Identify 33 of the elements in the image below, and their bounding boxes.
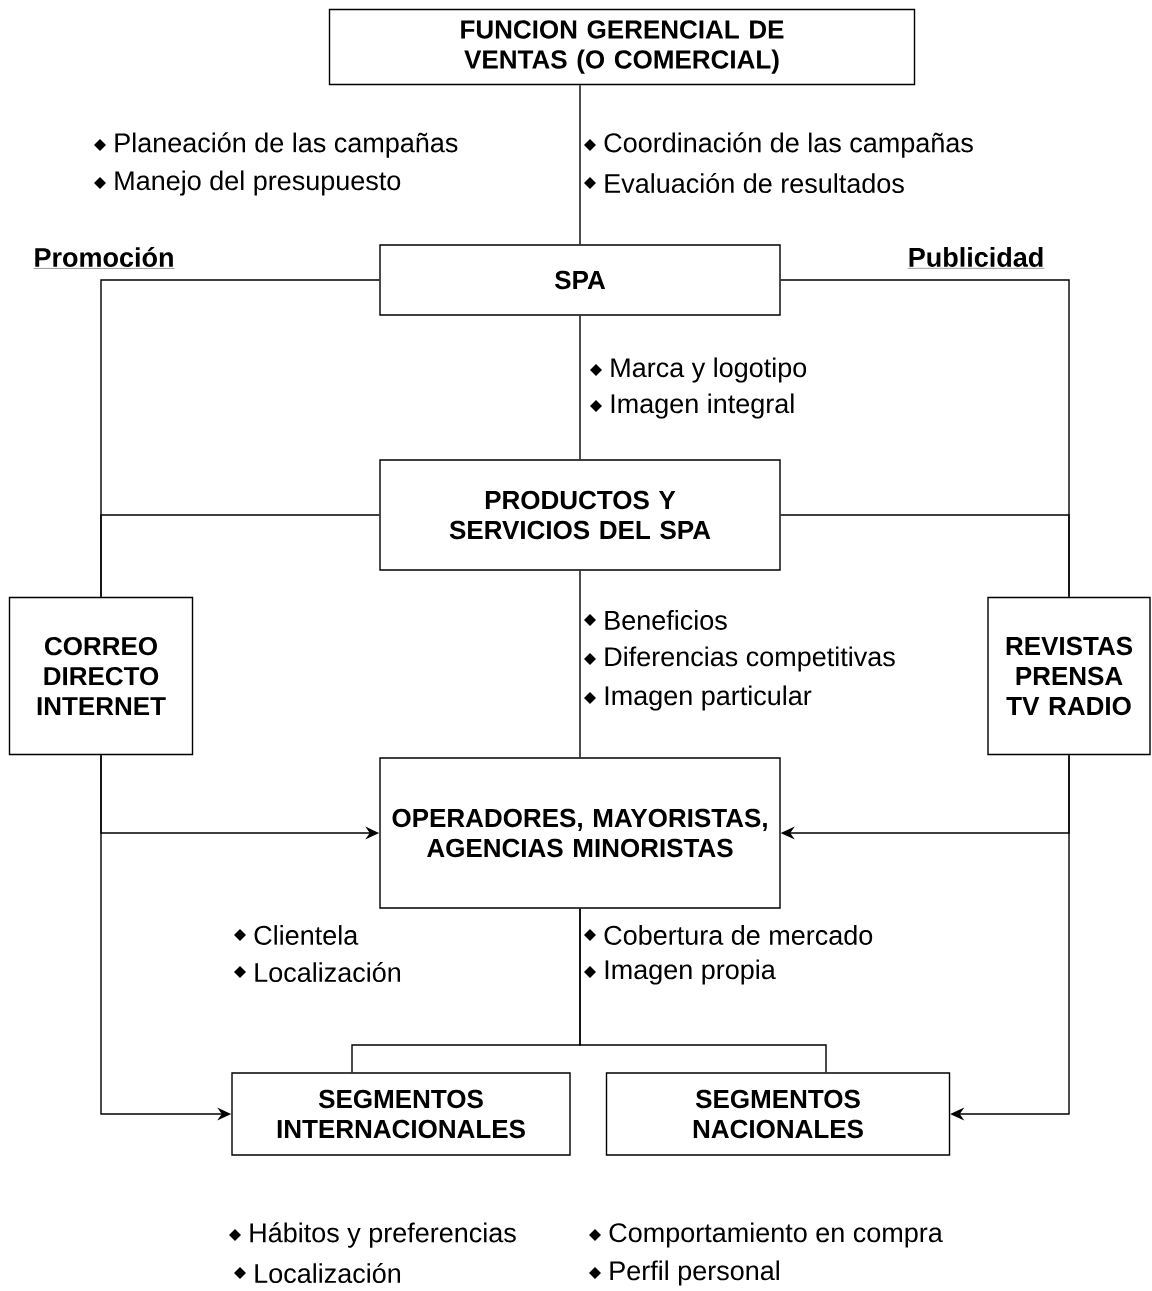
process-box: SEGMENTOS INTERNACIONALES (231, 1072, 571, 1156)
bullet-item: Beneficios (584, 610, 727, 630)
process-box: CORREO DIRECTO INTERNET (8, 596, 194, 756)
connector-line (579, 84, 581, 245)
connector-line (100, 514, 380, 598)
bullet-item: Localización (234, 961, 400, 983)
process-box: REVISTAS PRENSA TV RADIO (987, 596, 1151, 756)
bullet-item: Imagen particular (584, 685, 812, 711)
bullet-item: Marca y logotipo (590, 357, 807, 383)
process-box: FUNCION GERENCIAL DE VENTAS (O COMERCIAL) (328, 8, 916, 86)
bullet-item: Localización (234, 1262, 400, 1284)
bullet-item: Comportamiento en compra (589, 1222, 943, 1248)
bullet-item: Clientela (234, 925, 359, 945)
heading-label: Publicidad (907, 247, 1045, 269)
connector-line (579, 908, 827, 1073)
bullet-item: Cobertura de mercado (584, 925, 873, 945)
bullet-item: Evaluación de resultados (584, 172, 904, 194)
connector-line (780, 514, 1070, 598)
process-box: SPA (379, 244, 781, 316)
bullet-item: Manejo del presupuesto (94, 170, 401, 196)
process-box: SEGMENTOS NACIONALES (605, 1072, 951, 1156)
process-box: PRODUCTOS Y SERVICIOS DEL SPA (379, 459, 781, 571)
process-box: OPERADORES, MAYORISTAS, AGENCIAS MINORISTAS (379, 757, 781, 909)
bullet-item: Imagen propia (584, 959, 776, 985)
connector-line (579, 570, 581, 758)
heading-label: Promoción (33, 246, 175, 269)
bullet-item: Perfil personal (589, 1260, 779, 1286)
bullet-item: Planeación de las campañas (94, 132, 458, 158)
bullet-item: Hábitos y preferencias (229, 1222, 516, 1248)
bullet-item: Diferencias competitivas (584, 646, 895, 672)
connector-line (579, 315, 581, 460)
bullet-item: Imagen integral (590, 393, 794, 419)
bullet-item: Coordinación de las campañas (584, 132, 973, 158)
